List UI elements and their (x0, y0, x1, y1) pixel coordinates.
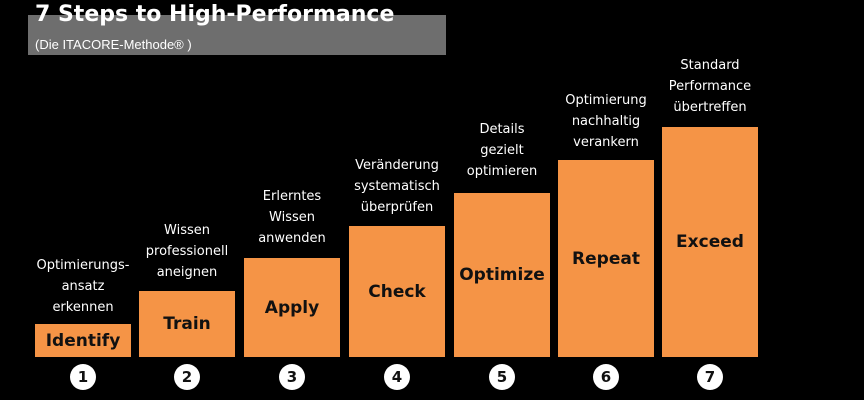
step-description-6: Optimierung nachhaltig verankern (565, 93, 647, 150)
step-description-1: Optimierungs- ansatz erkennen (36, 258, 130, 315)
step-bar-1: Identify (35, 324, 131, 357)
step-number-7: 7 (697, 364, 723, 390)
step-description-7: Standard Performance übertreffen (668, 58, 752, 115)
step-description-5: Details gezielt optimieren (466, 122, 538, 179)
step-bar-3: Apply (244, 258, 340, 357)
page-title: 7 Steps to High-Performance (35, 2, 395, 27)
step-number-6: 6 (593, 364, 619, 390)
step-bar-5: Optimize (454, 193, 550, 357)
step-label-3: Apply (264, 297, 320, 318)
title-background (28, 15, 446, 55)
step-description-3: Erlerntes Wissen anwenden (258, 189, 326, 246)
step-number-2: 2 (174, 364, 200, 390)
step-description-2: Wissen professionell aneignen (145, 223, 229, 280)
page-subtitle: (Die ITACORE-Methode® ) (35, 37, 192, 52)
step-description-4: Veränderung systematisch überprüfen (354, 158, 440, 215)
step-label-6: Repeat (572, 248, 640, 269)
step-bar-2: Train (139, 291, 235, 357)
step-bar-4: Check (349, 226, 445, 357)
step-label-7: Exceed (676, 232, 744, 252)
step-label-1: Identify (45, 330, 121, 351)
step-bar-7: Exceed (662, 127, 758, 357)
step-number-3: 3 (279, 364, 305, 390)
step-bar-6: Repeat (558, 160, 654, 357)
step-label-5: Optimize (459, 265, 545, 285)
step-number-4: 4 (384, 364, 410, 390)
step-label-4: Check (368, 281, 426, 302)
step-number-5: 5 (489, 364, 515, 390)
step-label-2: Train (163, 314, 211, 334)
step-number-1: 1 (70, 364, 96, 390)
